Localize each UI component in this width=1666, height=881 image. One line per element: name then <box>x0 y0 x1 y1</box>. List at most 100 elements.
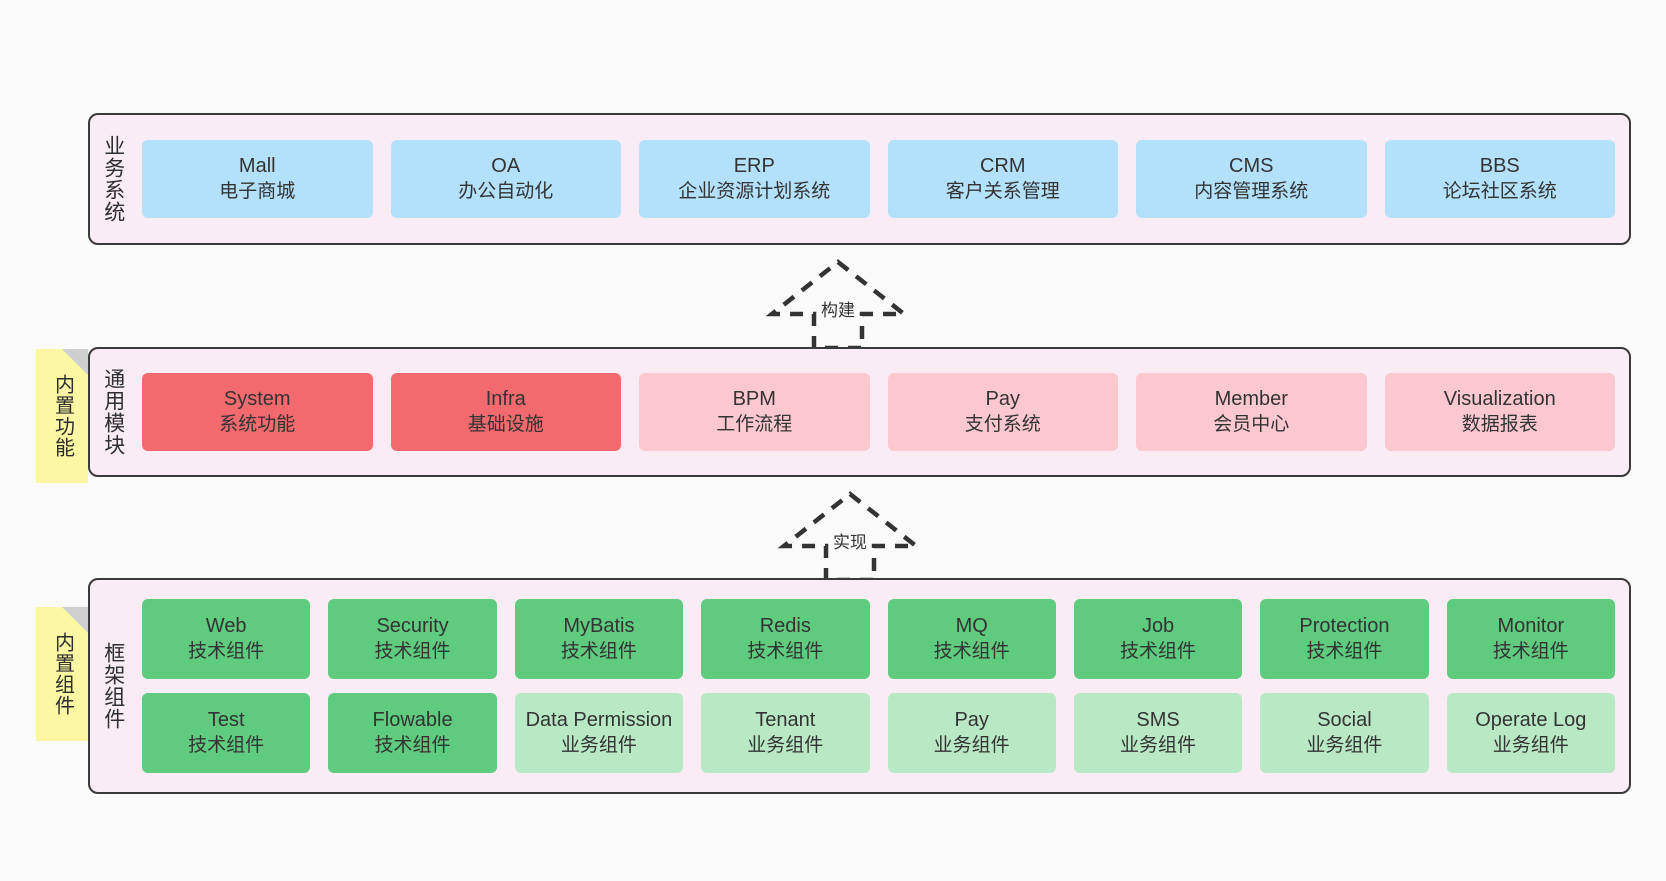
card-crm[interactable]: CRM 客户关系管理 <box>887 140 1118 218</box>
card-tenant-desc: 业务组件 <box>747 734 824 756</box>
card-pay-component-name: Pay <box>954 709 989 732</box>
card-erp-desc: 企业资源计划系统 <box>678 180 831 202</box>
connector-build-shape <box>765 259 911 351</box>
card-flowable-desc: 技术组件 <box>374 734 451 756</box>
card-system-desc: 系统功能 <box>219 413 296 435</box>
card-monitor-desc: 技术组件 <box>1492 640 1569 662</box>
layer-framework-components[interactable]: 框架组件 Web 技术组件 Security 技术组件 MyBatis 技术组件… <box>88 578 1631 794</box>
card-tenant-name: Tenant <box>755 709 816 732</box>
card-web-name: Web <box>205 615 247 638</box>
card-monitor[interactable]: Monitor 技术组件 <box>1446 599 1615 679</box>
layer-framework-components-body: Web 技术组件 Security 技术组件 MyBatis 技术组件 Redi… <box>136 580 1629 792</box>
business-card-row: Mall 电子商城 OA 办公自动化 ERP 企业资源计划系统 CRM 客户关系… <box>142 140 1615 218</box>
card-mq-desc: 技术组件 <box>933 640 1010 662</box>
card-member-desc: 会员中心 <box>1213 413 1290 435</box>
card-pay-module-name: Pay <box>985 388 1020 411</box>
connector-realize: 实现 <box>770 490 930 585</box>
card-tenant[interactable]: Tenant 业务组件 <box>701 693 870 773</box>
sticky-note-builtin-components-label: 内置组件 <box>51 632 74 716</box>
card-redis-desc: 技术组件 <box>747 640 824 662</box>
card-infra[interactable]: Infra 基础设施 <box>390 373 621 451</box>
card-visualization-desc: 数据报表 <box>1461 413 1538 435</box>
card-pay-component-desc: 业务组件 <box>933 734 1010 756</box>
card-bbs-name: BBS <box>1479 155 1520 178</box>
card-system-name: System <box>223 388 291 411</box>
card-visualization[interactable]: Visualization 数据报表 <box>1384 373 1615 451</box>
card-bbs[interactable]: BBS 论坛社区系统 <box>1384 140 1615 218</box>
card-member-name: Member <box>1214 388 1288 411</box>
common-card-row: System 系统功能 Infra 基础设施 BPM 工作流程 Pay 支付系统… <box>142 373 1615 451</box>
layer-business-systems-title: 业务系统 <box>101 135 125 223</box>
card-oa[interactable]: OA 办公自动化 <box>390 140 621 218</box>
card-job[interactable]: Job 技术组件 <box>1073 599 1243 679</box>
card-pay-component[interactable]: Pay 业务组件 <box>887 693 1056 773</box>
card-data-permission-desc: 业务组件 <box>560 734 637 756</box>
layer-common-modules-title: 通用模块 <box>101 368 125 456</box>
card-oa-desc: 办公自动化 <box>458 180 554 202</box>
card-web[interactable]: Web 技术组件 <box>142 599 311 679</box>
card-operate-log-name: Operate Log <box>1475 709 1587 732</box>
card-pay-module[interactable]: Pay 支付系统 <box>887 373 1118 451</box>
card-mall[interactable]: Mall 电子商城 <box>142 140 373 218</box>
card-crm-desc: 客户关系管理 <box>945 180 1060 202</box>
card-mybatis-name: MyBatis <box>563 615 635 638</box>
card-operate-log[interactable]: Operate Log 业务组件 <box>1446 693 1615 773</box>
layer-framework-components-title: 框架组件 <box>101 642 125 730</box>
card-sms-name: SMS <box>1136 709 1180 732</box>
layer-common-modules-body: System 系统功能 Infra 基础设施 BPM 工作流程 Pay 支付系统… <box>136 349 1629 475</box>
sticky-note-builtin-features[interactable]: 内置功能 <box>36 349 88 483</box>
card-test-name: Test <box>207 709 245 732</box>
card-data-permission[interactable]: Data Permission 业务组件 <box>514 693 684 773</box>
sticky-fold-icon <box>62 607 88 633</box>
card-redis-name: Redis <box>759 615 811 638</box>
card-security[interactable]: Security 技术组件 <box>328 599 497 679</box>
card-social[interactable]: Social 业务组件 <box>1260 693 1429 773</box>
card-bpm-name: BPM <box>732 388 776 411</box>
card-bpm[interactable]: BPM 工作流程 <box>639 373 870 451</box>
card-mall-name: Mall <box>238 155 276 178</box>
card-flowable-name: Flowable <box>372 709 453 732</box>
connector-build: 构建 <box>758 258 918 353</box>
connector-realize-shape <box>777 491 923 583</box>
card-member[interactable]: Member 会员中心 <box>1136 373 1367 451</box>
card-mybatis[interactable]: MyBatis 技术组件 <box>514 599 684 679</box>
card-bbs-desc: 论坛社区系统 <box>1442 180 1557 202</box>
layer-business-systems[interactable]: 业务系统 Mall 电子商城 OA 办公自动化 ERP 企业资源计划系统 CRM… <box>88 113 1631 245</box>
sticky-note-builtin-components[interactable]: 内置组件 <box>36 607 88 741</box>
card-sms[interactable]: SMS 业务组件 <box>1073 693 1243 773</box>
card-infra-desc: 基础设施 <box>467 413 544 435</box>
card-redis[interactable]: Redis 技术组件 <box>701 599 870 679</box>
card-protection-name: Protection <box>1299 615 1390 638</box>
card-flowable[interactable]: Flowable 技术组件 <box>328 693 497 773</box>
card-cms-name: CMS <box>1229 155 1274 178</box>
card-mq[interactable]: MQ 技术组件 <box>887 599 1056 679</box>
card-erp-name: ERP <box>733 155 775 178</box>
sticky-fold-icon <box>62 349 88 375</box>
layer-common-modules[interactable]: 通用模块 System 系统功能 Infra 基础设施 BPM 工作流程 Pay… <box>88 347 1631 477</box>
card-cms-desc: 内容管理系统 <box>1194 180 1309 202</box>
card-visualization-name: Visualization <box>1443 388 1556 411</box>
card-data-permission-name: Data Permission <box>525 709 673 732</box>
card-oa-name: OA <box>491 155 521 178</box>
card-protection[interactable]: Protection 技术组件 <box>1260 599 1429 679</box>
card-infra-name: Infra <box>485 388 526 411</box>
card-social-name: Social <box>1317 709 1372 732</box>
card-mybatis-desc: 技术组件 <box>560 640 637 662</box>
card-mall-desc: 电子商城 <box>219 180 296 202</box>
framework-business-row: Test 技术组件 Flowable 技术组件 Data Permission … <box>142 693 1615 773</box>
card-security-name: Security <box>376 615 449 638</box>
card-web-desc: 技术组件 <box>188 640 265 662</box>
card-protection-desc: 技术组件 <box>1306 640 1383 662</box>
card-cms[interactable]: CMS 内容管理系统 <box>1136 140 1367 218</box>
card-test-desc: 技术组件 <box>188 734 265 756</box>
card-mq-name: MQ <box>955 615 988 638</box>
sticky-note-builtin-features-label: 内置功能 <box>51 374 74 458</box>
card-system[interactable]: System 系统功能 <box>142 373 373 451</box>
card-operate-log-desc: 业务组件 <box>1492 734 1569 756</box>
card-sms-desc: 业务组件 <box>1120 734 1197 756</box>
card-pay-module-desc: 支付系统 <box>964 413 1041 435</box>
card-job-desc: 技术组件 <box>1120 640 1197 662</box>
card-erp[interactable]: ERP 企业资源计划系统 <box>639 140 870 218</box>
card-test[interactable]: Test 技术组件 <box>142 693 311 773</box>
